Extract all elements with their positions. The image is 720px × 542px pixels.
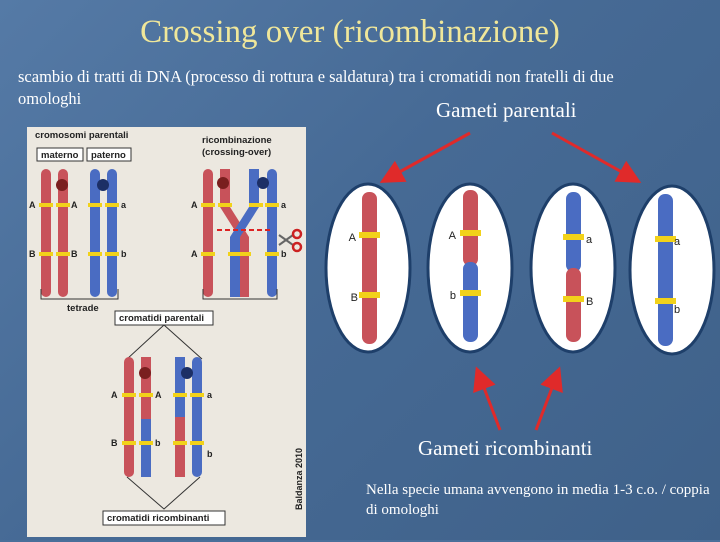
tetrad-chromatids: A A a B B b tetrade (29, 169, 127, 314)
slide-title: Crossing over (ricombinazione) (140, 14, 560, 50)
gamete-1-band-bottom (359, 292, 380, 298)
svg-text:a: a (207, 390, 213, 400)
gamete-1-chromatid (362, 192, 377, 344)
figure-credit: Baldanza 2010 (294, 448, 304, 510)
recomb-title-2: (crossing-over) (202, 147, 271, 158)
gamete-2-band-bottom (460, 290, 481, 296)
recombinant-result-chromatids: A A a B b b (111, 357, 213, 510)
recombination-chromatids: A a A b (191, 169, 303, 300)
gamete-2-allele-top: A (449, 230, 457, 242)
gamete-2-chromatid-top (463, 190, 478, 266)
recombinant-chromatids-label: cromatidi ricombinanti (107, 513, 209, 524)
svg-text:A: A (191, 200, 198, 210)
svg-text:B: B (29, 249, 36, 259)
arrow-to-gamete-2 (473, 366, 502, 431)
recomb-title-1: ricombinazione (202, 135, 272, 146)
gamete-4-band-bottom (655, 298, 676, 304)
svg-text:b: b (207, 449, 213, 459)
svg-text:a: a (121, 200, 127, 210)
homologs-title: cromosomi parentali (35, 130, 128, 141)
svg-text:B: B (71, 249, 78, 259)
gamete-4: a b (628, 184, 716, 356)
recombinant-gametes-label: Gameti ricombinanti (418, 436, 593, 460)
gamete-3-chromatid-top (566, 192, 581, 272)
slide-description: scambio di tratti di DNA (processo di ro… (18, 67, 614, 108)
svg-text:A: A (29, 200, 36, 210)
gamete-3-band-bottom (563, 296, 584, 302)
gamete-4-chromatid (658, 194, 673, 346)
gamete-3-allele-top: a (586, 234, 593, 246)
arrow-to-gamete-3 (534, 366, 563, 431)
maternal-label: materno (41, 150, 79, 161)
gamete-1-allele-top: A (349, 232, 357, 244)
svg-text:A: A (71, 200, 78, 210)
tetrad-label: tetrade (67, 303, 99, 314)
paternal-label: paterno (91, 150, 126, 161)
svg-text:a: a (281, 200, 287, 210)
gamete-2-chromatid-bottom (463, 262, 478, 342)
gamete-4-allele-top: a (674, 236, 681, 248)
gamete-3-chromatid-bottom (566, 268, 581, 342)
parental-gametes-label: Gameti parentali (436, 98, 577, 122)
figure-drawing: cromosomi parentali materno paterno rico… (29, 130, 304, 526)
gamete-3-band-top (563, 234, 584, 240)
svg-text:A: A (111, 390, 118, 400)
crossing-over-figure: cromosomi parentali materno paterno rico… (27, 127, 306, 537)
svg-text:A: A (155, 390, 162, 400)
svg-text:b: b (155, 438, 161, 448)
gamete-4-band-top (655, 236, 676, 242)
svg-text:b: b (121, 249, 127, 259)
gamete-2-band-top (460, 230, 481, 236)
scissors-icon (278, 228, 303, 253)
gamete-1-allele-bottom: B (351, 292, 358, 304)
gamete-3-allele-bottom: B (586, 296, 593, 308)
gamete-3: a B (529, 182, 617, 354)
arrow-to-gamete-1 (379, 131, 471, 183)
svg-text:B: B (111, 438, 118, 448)
gamete-2: A b (426, 182, 514, 354)
gamete-1: A B (324, 182, 412, 354)
gamete-2-allele-bottom: b (450, 290, 456, 302)
svg-text:b: b (281, 249, 287, 259)
parental-chromatids-label: cromatidi parentali (119, 313, 204, 324)
gamete-1-band-top (359, 232, 380, 238)
svg-text:A: A (191, 249, 198, 259)
gamete-4-allele-bottom: b (674, 304, 680, 316)
crossover-frequency-note: Nella specie umana avvengono in media 1-… (366, 482, 710, 518)
arrow-to-gamete-4 (551, 131, 642, 183)
